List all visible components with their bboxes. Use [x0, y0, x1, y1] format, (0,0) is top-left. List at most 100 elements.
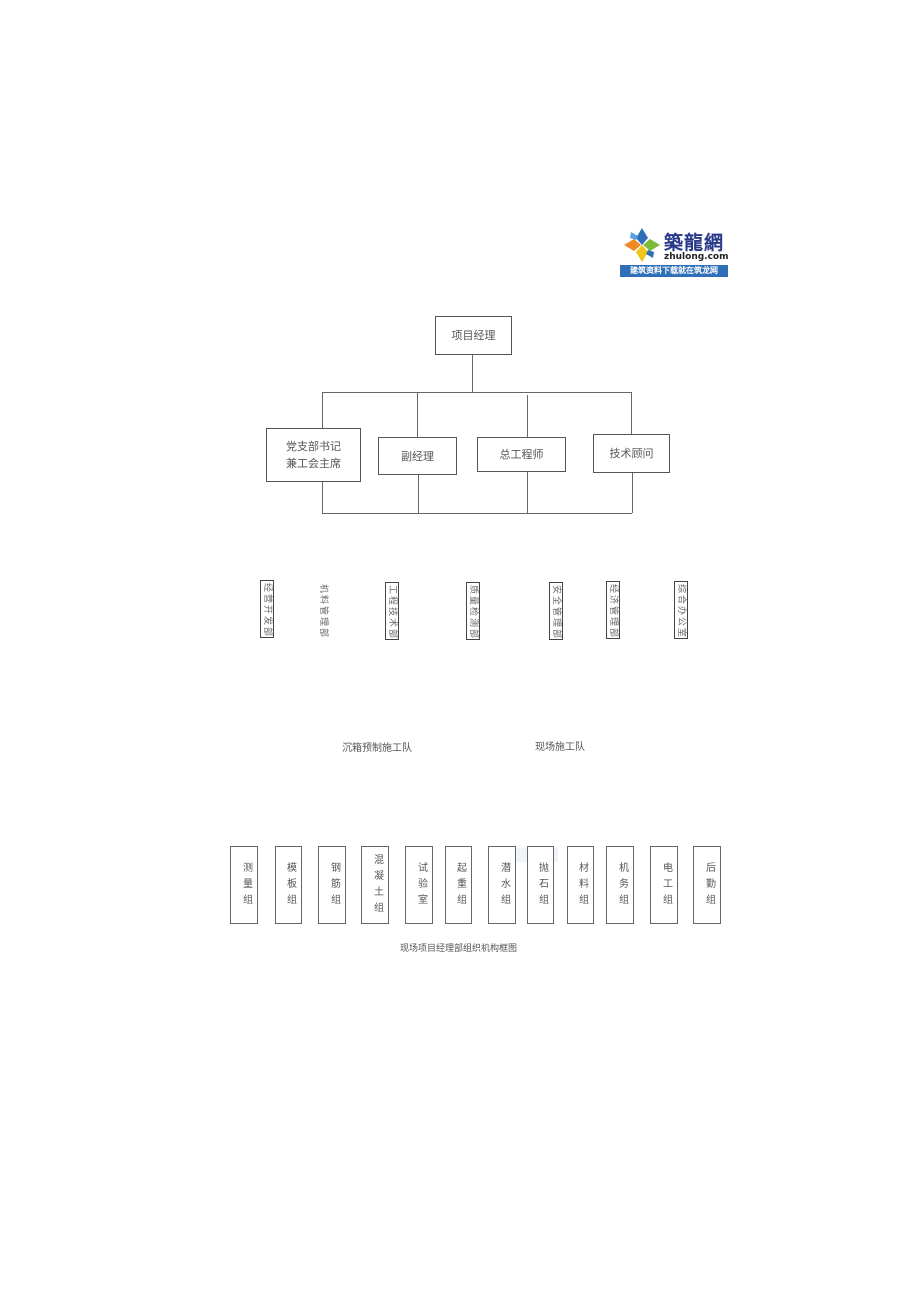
department-char: 部: [551, 628, 562, 638]
group-box: 试验室: [405, 846, 433, 924]
department-char: 安: [551, 584, 562, 594]
connector: [631, 392, 632, 434]
department-char: 经: [608, 583, 619, 593]
group-box: 电工组: [650, 846, 678, 924]
org-node-party-secretary: 党支部书记 兼工会主席: [266, 428, 361, 482]
department-char: 理: [608, 616, 619, 626]
group-char: 模: [287, 863, 297, 874]
connector: [322, 392, 323, 428]
group-box: 钢筋组: [318, 846, 346, 924]
department-char: 测: [468, 617, 479, 627]
team-site-construction: 现场施工队: [535, 742, 585, 753]
group-char: 土: [374, 887, 384, 898]
group-box: 起重组: [445, 846, 472, 924]
zhulong-logo: 築龍網 zhulong.com 建筑资料下载就在筑龙网: [620, 222, 730, 278]
group-char: 室: [418, 895, 428, 906]
group-char: 重: [457, 879, 467, 890]
department-box: 工程技术部: [385, 582, 399, 640]
department-char: 质: [468, 584, 479, 594]
org-node-label: 技术顾问: [609, 447, 654, 460]
department-char: 术: [387, 617, 398, 627]
group-char: 料: [579, 879, 589, 890]
department-char: 工: [387, 584, 398, 594]
department-char: 发: [262, 615, 273, 625]
department-char: 部: [318, 627, 329, 638]
department-box: 综合办公室: [674, 581, 688, 639]
group-char: 起: [457, 863, 467, 874]
department-char: 济: [608, 594, 619, 604]
group-char: 组: [331, 895, 341, 906]
group-char: 组: [539, 895, 549, 906]
group-char: 组: [457, 895, 467, 906]
department-char: 综: [676, 583, 687, 593]
department-char: 部: [608, 627, 619, 637]
connector: [418, 475, 419, 513]
group-char: 勤: [706, 879, 716, 890]
group-box: 潜水组: [488, 846, 516, 924]
connector: [632, 473, 633, 513]
department-box: 经营开发部: [260, 580, 274, 638]
connector: [322, 513, 632, 514]
group-char: 水: [501, 879, 511, 890]
org-node-label: 项目经理: [451, 329, 496, 342]
group-char: 组: [287, 895, 297, 906]
group-box: 后勤组: [693, 846, 721, 924]
department-char: 技: [387, 606, 398, 616]
group-char: 凝: [374, 871, 384, 882]
department-char: 办: [676, 605, 687, 615]
group-char: 组: [374, 903, 384, 914]
connector: [417, 392, 418, 437]
group-char: 工: [663, 879, 673, 890]
diagram-caption: 现场项目经理部组织机构框图: [400, 944, 518, 954]
group-box: 测量组: [230, 846, 258, 924]
org-node-label: 总工程师: [499, 448, 544, 461]
connector: [527, 472, 528, 513]
department-box: 安全管理部: [549, 582, 563, 640]
group-char: 钢: [331, 863, 341, 874]
department-char: 量: [468, 595, 479, 605]
org-node-chief-engineer: 总工程师: [477, 437, 566, 472]
group-box: 机务组: [606, 846, 634, 924]
group-char: 组: [243, 895, 253, 906]
logo-name: 築龍網: [664, 232, 725, 254]
group-char: 潜: [501, 863, 511, 874]
team-caisson-prefab: 沉箱预制施工队: [342, 743, 412, 754]
group-char: 筋: [331, 879, 341, 890]
department-char: 理: [551, 617, 562, 627]
group-box: 模板组: [275, 846, 302, 924]
group-char: 电: [663, 863, 673, 874]
department-char: 营: [262, 593, 273, 603]
department-char: 检: [468, 606, 479, 616]
department-char: 部: [468, 628, 479, 638]
group-char: 组: [501, 895, 511, 906]
logo-domain: zhulong.com: [664, 252, 729, 262]
group-char: 板: [287, 879, 297, 890]
group-box: 抛石组: [527, 846, 554, 924]
connector: [322, 392, 631, 393]
department-box: 机料管理部: [316, 583, 330, 638]
group-char: 验: [418, 879, 428, 890]
department-char: 开: [262, 604, 273, 614]
department-char: 合: [676, 594, 687, 604]
group-char: 石: [539, 879, 549, 890]
org-node-deputy-manager: 副经理: [378, 437, 457, 475]
connector: [472, 355, 473, 392]
department-char: 机: [318, 583, 329, 594]
department-char: 料: [318, 594, 329, 605]
zhulong-pinwheel-icon: [624, 228, 660, 262]
department-char: 经: [262, 582, 273, 592]
department-char: 室: [676, 627, 687, 637]
group-char: 试: [418, 863, 428, 874]
org-node-label: 副经理: [401, 449, 434, 463]
group-char: 组: [579, 895, 589, 906]
department-char: 全: [551, 595, 562, 605]
department-box: 经济管理部: [606, 581, 620, 639]
group-char: 测: [243, 863, 253, 874]
logo-slogan: 建筑资料下载就在筑龙网: [620, 265, 728, 277]
group-char: 组: [663, 895, 673, 906]
department-char: 管: [551, 606, 562, 616]
department-char: 程: [387, 595, 398, 605]
department-char: 部: [387, 628, 398, 638]
org-node-project-manager: 项目经理: [435, 316, 512, 355]
group-char: 抛: [539, 863, 549, 874]
